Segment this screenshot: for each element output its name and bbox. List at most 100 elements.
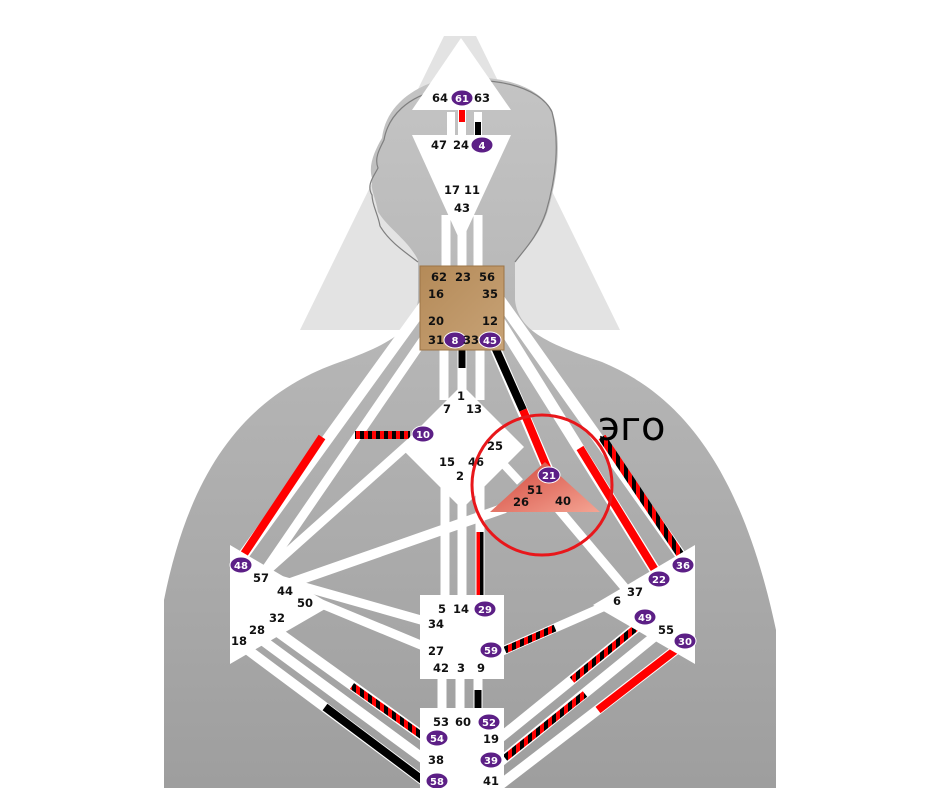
gate-48: 48 (234, 561, 248, 572)
gate-4: 4 (479, 141, 486, 152)
gate-9: 9 (477, 661, 485, 675)
g-center (400, 385, 524, 509)
gate-17: 17 (444, 183, 460, 197)
gate-59: 59 (484, 646, 498, 657)
gate-8: 8 (452, 336, 459, 347)
channel-45-21-conscious (490, 343, 527, 412)
gate-60: 60 (455, 715, 471, 729)
channel-26-44 (280, 503, 507, 591)
gate-22-marker (647, 570, 671, 588)
channel-28-38 (259, 635, 428, 765)
gate-34: 34 (428, 617, 444, 631)
gate-7: 7 (443, 402, 451, 416)
gate-28: 28 (249, 623, 265, 637)
ego-label: эго (598, 404, 665, 450)
gate-33: 33 (463, 333, 479, 347)
gate-1: 1 (457, 389, 465, 403)
gate-13: 13 (466, 402, 482, 416)
gate-22: 22 (652, 575, 666, 586)
channel-45-21-unconscious (519, 408, 552, 472)
gate-55: 55 (658, 623, 674, 637)
gate-57: 57 (253, 571, 269, 585)
gate-16: 16 (428, 287, 444, 301)
ajna-center (412, 135, 511, 243)
spleen-center (230, 545, 332, 664)
gate-59-marker (479, 641, 503, 659)
gate-53: 53 (433, 715, 449, 729)
channels (235, 110, 689, 789)
gate-2: 2 (456, 469, 464, 483)
channel-55-39-active (502, 691, 588, 761)
gate-43: 43 (454, 201, 470, 215)
gate-52: 52 (482, 718, 496, 729)
back-of-head (439, 79, 557, 263)
gate-29-marker (473, 600, 497, 618)
gate-37: 37 (627, 585, 643, 599)
gate-4-marker (470, 136, 494, 154)
channel-18-58-active (322, 703, 428, 786)
gate-21-marker (537, 466, 561, 484)
gate-52-marker (477, 713, 501, 731)
gate-14: 14 (453, 602, 469, 616)
channel-30-41-active (595, 641, 685, 714)
gate-35: 35 (482, 287, 498, 301)
gate-62: 62 (431, 270, 447, 284)
gate-56: 56 (479, 270, 495, 284)
gate-3: 3 (457, 661, 465, 675)
gate-45-marker (478, 331, 502, 349)
gate-21: 21 (542, 471, 556, 482)
heart-center (490, 462, 600, 512)
gate-11: 11 (464, 183, 480, 197)
gate-49: 49 (638, 613, 652, 624)
gate-54-marker (425, 729, 449, 747)
gate-50: 50 (297, 596, 313, 610)
channel-59-6-active (503, 624, 557, 654)
gate-10: 10 (416, 430, 430, 441)
gate-58: 58 (430, 777, 444, 788)
gate-15: 15 (439, 455, 455, 469)
gate-12: 12 (482, 314, 498, 328)
gate-24: 24 (453, 138, 469, 152)
gate-39: 39 (484, 756, 498, 767)
gate-49-marker (633, 608, 657, 626)
gate-51: 51 (527, 483, 543, 497)
gate-63: 63 (474, 91, 490, 105)
gate-41: 41 (483, 774, 499, 788)
gate-40: 40 (555, 494, 571, 508)
head-center (412, 38, 511, 110)
channel-35-36-active (598, 434, 688, 563)
gate-29: 29 (478, 605, 492, 616)
gate-6: 6 (613, 594, 621, 608)
gate-26: 26 (513, 495, 529, 509)
channel-20-57 (258, 327, 434, 578)
gate-48-marker (229, 556, 253, 574)
gate-54: 54 (430, 734, 444, 745)
gate-42: 42 (433, 661, 449, 675)
gate-10-marker (411, 425, 435, 443)
gate-39-marker (479, 751, 503, 769)
face-profile (369, 89, 441, 263)
gate-45: 45 (483, 336, 497, 347)
channel-40-37 (551, 502, 629, 591)
gate-30-marker (673, 632, 697, 650)
channel-16-48-active (236, 434, 326, 563)
gate-38: 38 (428, 753, 444, 767)
gate-47: 47 (431, 138, 447, 152)
gate-23: 23 (455, 270, 471, 284)
gate-61-marker (450, 89, 474, 107)
gate-36: 36 (676, 561, 690, 572)
gate-31: 31 (428, 333, 444, 347)
gate-32: 32 (269, 611, 285, 625)
gate-27: 27 (428, 644, 444, 658)
gate-5: 5 (438, 602, 446, 616)
ego-highlight-circle (470, 413, 614, 557)
channel-50-27 (310, 595, 430, 653)
gate-64: 64 (432, 91, 448, 105)
channel-12-22-active (576, 445, 662, 578)
gate-19: 19 (483, 732, 499, 746)
gate-36-marker (671, 556, 695, 574)
gate-30: 30 (678, 637, 692, 648)
channel-10-57 (259, 430, 423, 579)
